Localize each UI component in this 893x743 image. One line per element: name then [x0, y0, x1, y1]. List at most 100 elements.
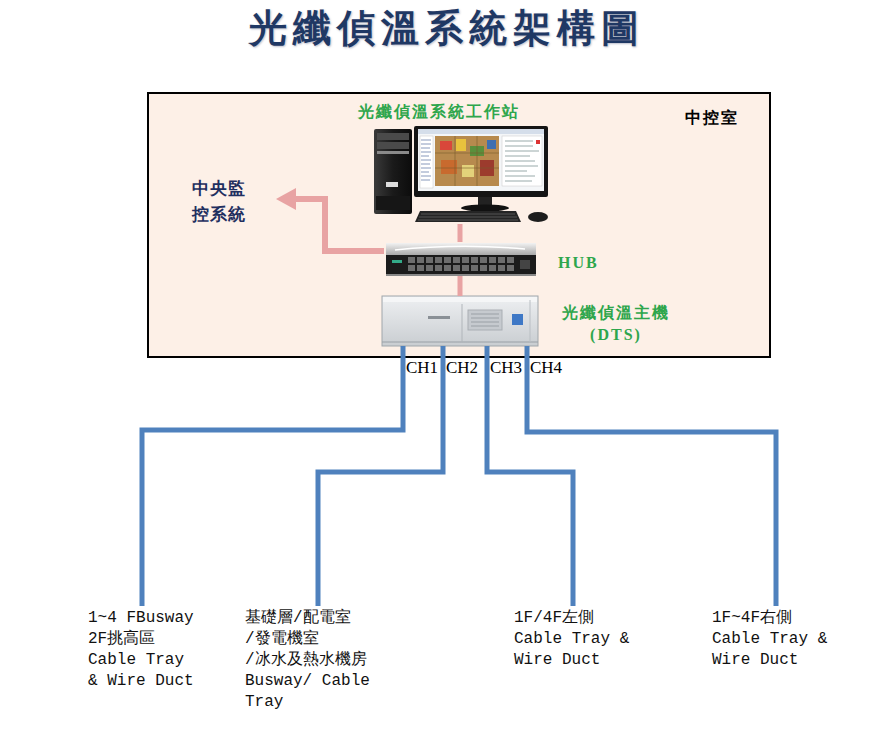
- channel-label: CH3: [490, 358, 522, 378]
- workstation-node: 光纖偵溫系統工作站: [370, 126, 550, 224]
- fiber-channel-line: [142, 346, 403, 606]
- text-segment: Duct: [155, 672, 193, 690]
- screen-list-lines: [421, 140, 431, 180]
- text-segment: Wire: [712, 651, 750, 669]
- dts-panel-split: [462, 304, 463, 342]
- central-monitor-node: 中央監 控系統: [192, 176, 276, 222]
- text-segment: Tray: [245, 693, 283, 711]
- text-segment: CH4: [530, 358, 562, 377]
- screen-toolbar: [418, 129, 544, 134]
- dts-indicator: [512, 314, 523, 325]
- computer-illustration: [374, 126, 548, 222]
- node-text: 基礎層/配電室 /發電機室 /冰水及熱水機房 Busway/ Cable Tra…: [245, 608, 373, 713]
- plan-zone: [470, 146, 484, 156]
- fiber-channel-line: [487, 346, 573, 606]
- plan-zone: [441, 160, 457, 174]
- screen-text-lines: [505, 141, 539, 181]
- text-segment: 2F挑高區: [88, 630, 155, 648]
- text-segment: &: [88, 672, 98, 690]
- pc-tower: [374, 129, 412, 214]
- channel-label: CH4: [530, 358, 562, 378]
- dts-top-bevel: [383, 297, 537, 302]
- text-segment: Cable: [88, 651, 136, 669]
- fiber-channel-line: [318, 346, 443, 606]
- dts-illustration: [382, 296, 538, 346]
- text-segment: 控系統: [192, 205, 246, 224]
- node-text: 光纖偵溫主機 (DTS): [554, 302, 678, 346]
- node-text: 1~4 FBusway 2F挑高區 Cable Tray & Wire Duct: [88, 608, 196, 692]
- text-segment: Wire: [107, 672, 145, 690]
- text-segment: /發電機室: [245, 630, 319, 648]
- zone-label-node: 基礎層/配電室 /發電機室 /冰水及熱水機房 Busway/ Cable Tra…: [243, 606, 393, 728]
- switch-led: [392, 260, 402, 263]
- screen-right-panel: [502, 136, 542, 186]
- diagram-title: 光纖偵溫系統架構圖: [0, 4, 893, 52]
- hub-illustration: [386, 243, 536, 276]
- text-segment: CH1: [406, 358, 438, 377]
- dts-handle: [530, 300, 531, 342]
- plan-zone: [462, 165, 474, 177]
- screen-left-panel: [420, 136, 433, 188]
- switch-bottom: [386, 274, 536, 276]
- text-segment: Tray: [572, 630, 610, 648]
- switch-top: [386, 243, 536, 255]
- network-link: [458, 276, 463, 296]
- text-segment: 基礎層/配電室: [245, 609, 351, 627]
- screen-indicator: [536, 140, 540, 144]
- text-segment: Duct: [562, 651, 600, 669]
- plan-zone: [456, 139, 466, 151]
- plan-zone: [487, 140, 496, 149]
- dts-bottom-edge: [382, 342, 538, 343]
- text-segment: Cable: [322, 672, 370, 690]
- node-text: 1F~4F右側 Cable Tray & Wire Duct: [712, 608, 830, 671]
- drive-bay: [377, 142, 409, 149]
- drive-bay: [377, 133, 409, 140]
- uplink-arrow: [296, 199, 384, 251]
- tower-base: [376, 196, 410, 210]
- channel-label: CH1: [406, 358, 438, 378]
- text-segment: 中控室: [685, 109, 739, 126]
- dts-panel: [468, 310, 502, 330]
- switch-ports: [408, 257, 516, 272]
- switch-front: [386, 255, 536, 275]
- text-segment: Duct: [760, 651, 798, 669]
- text-segment: FBusway: [126, 609, 193, 627]
- text-segment: /冰水及熱水機房: [245, 651, 367, 669]
- node-text: HUB: [558, 252, 599, 274]
- zone-label-node: 1F~4F右側 Cable Tray & Wire Duct: [710, 606, 842, 678]
- text-segment: Wire: [514, 651, 552, 669]
- text-segment: &: [620, 630, 630, 648]
- text-segment: HUB: [558, 254, 599, 271]
- switch-uplink: [520, 260, 530, 269]
- monitor-bezel: [414, 126, 548, 197]
- network-link: [458, 224, 463, 242]
- drive-trim: [377, 151, 409, 154]
- text-segment: Tray: [770, 630, 808, 648]
- fiber-channel-line: [527, 346, 776, 606]
- keyboard: [415, 211, 521, 222]
- plan-zone: [440, 141, 452, 150]
- plan-grid: [435, 136, 499, 186]
- node-text: 中控室: [685, 108, 739, 129]
- text-segment: 光纖偵溫系統工作站: [358, 103, 520, 120]
- hub-node: HUB: [384, 242, 536, 276]
- node-text: 中央監 控系統: [192, 176, 276, 228]
- text-segment: CH2: [446, 358, 478, 377]
- monitor-screen: [418, 129, 544, 191]
- text-segment: 中央監: [192, 179, 246, 198]
- text-segment: 1F/4F左側: [514, 609, 594, 627]
- text-segment: Busway/: [245, 672, 312, 690]
- mouse: [528, 212, 548, 222]
- dts-node: 光纖偵溫主機 (DTS): [382, 296, 538, 346]
- dts-vents: [471, 314, 499, 326]
- zone-label-node: 1F/4F左側 Cable Tray & Wire Duct: [512, 606, 634, 678]
- room-box: 中控室光纖偵溫系統工作站中央監 控系統HUB光纖偵溫主機 (DTS): [147, 92, 771, 358]
- text-segment: 1F~4F右側: [712, 609, 792, 627]
- tower-logo: [386, 182, 398, 187]
- switch-swoosh: [395, 246, 525, 250]
- dts-logo: [428, 316, 450, 319]
- text-segment: Tray: [146, 651, 184, 669]
- text-segment: (DTS): [590, 326, 642, 343]
- dts-chassis: [382, 296, 538, 346]
